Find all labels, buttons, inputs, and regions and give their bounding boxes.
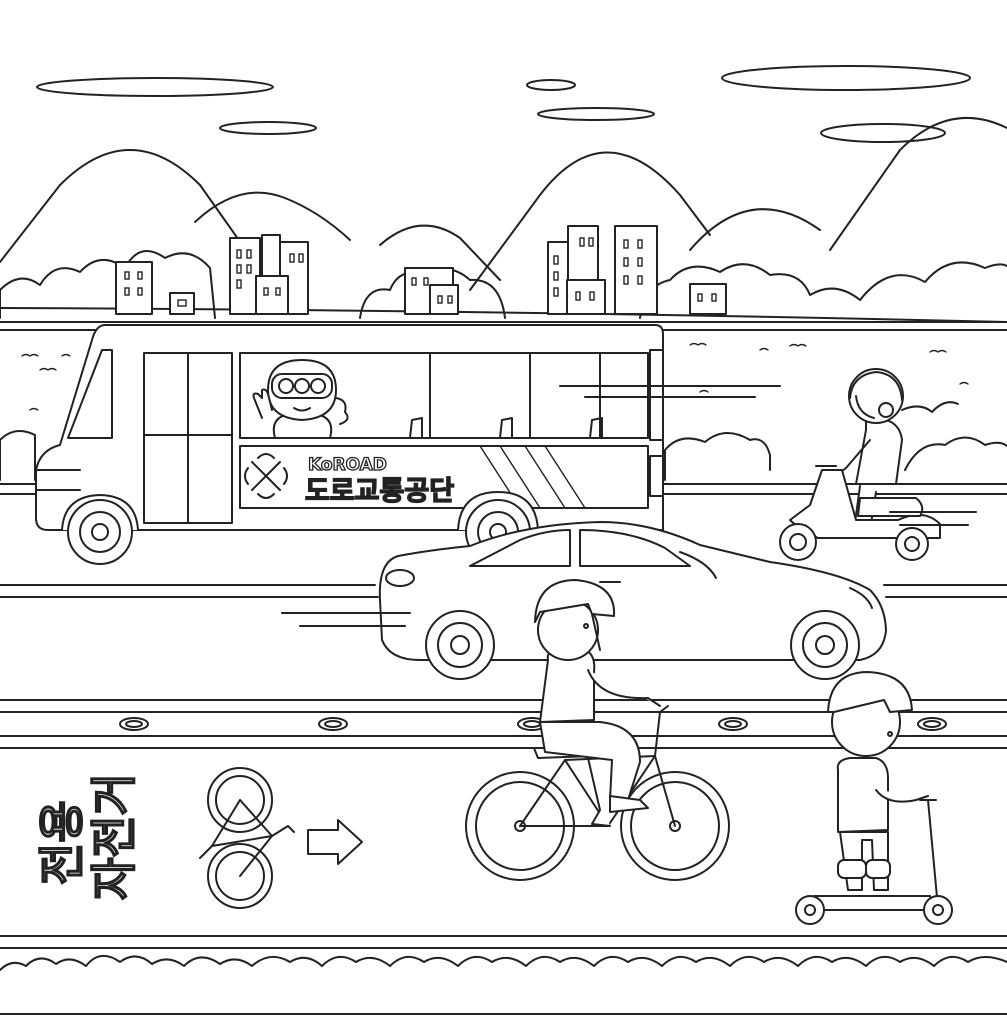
- cyclist: [465, 579, 730, 881]
- bus: KoROAD 도로교통공단: [35, 324, 781, 565]
- bike-lane-text-line1: 자전거: [87, 773, 141, 900]
- car-rear-wheel: [790, 610, 860, 680]
- koroad-logo-icon: [244, 453, 288, 499]
- bike-lane-marking: 자전거 전용: [34, 767, 363, 909]
- scooter-rider: [779, 368, 977, 561]
- kick-scooter-child: [795, 671, 953, 925]
- car: [281, 521, 887, 680]
- right-arrow-icon: [307, 819, 363, 865]
- foreground-bushes: [0, 955, 1007, 1015]
- mascot-character: [252, 359, 349, 439]
- bicycle-icon: [199, 767, 295, 909]
- sky-clouds: [36, 65, 971, 143]
- road-studs: [119, 717, 947, 731]
- bus-brand-korean: 도로교통공단: [305, 476, 454, 507]
- mountains: [0, 117, 1007, 291]
- bus-brand-english: KoROAD: [308, 455, 387, 475]
- bus-front-wheel: [61, 494, 139, 565]
- city-buildings: [115, 225, 727, 315]
- bike-lane-text-line2: 전용: [35, 800, 89, 885]
- car-front-wheel: [425, 610, 495, 680]
